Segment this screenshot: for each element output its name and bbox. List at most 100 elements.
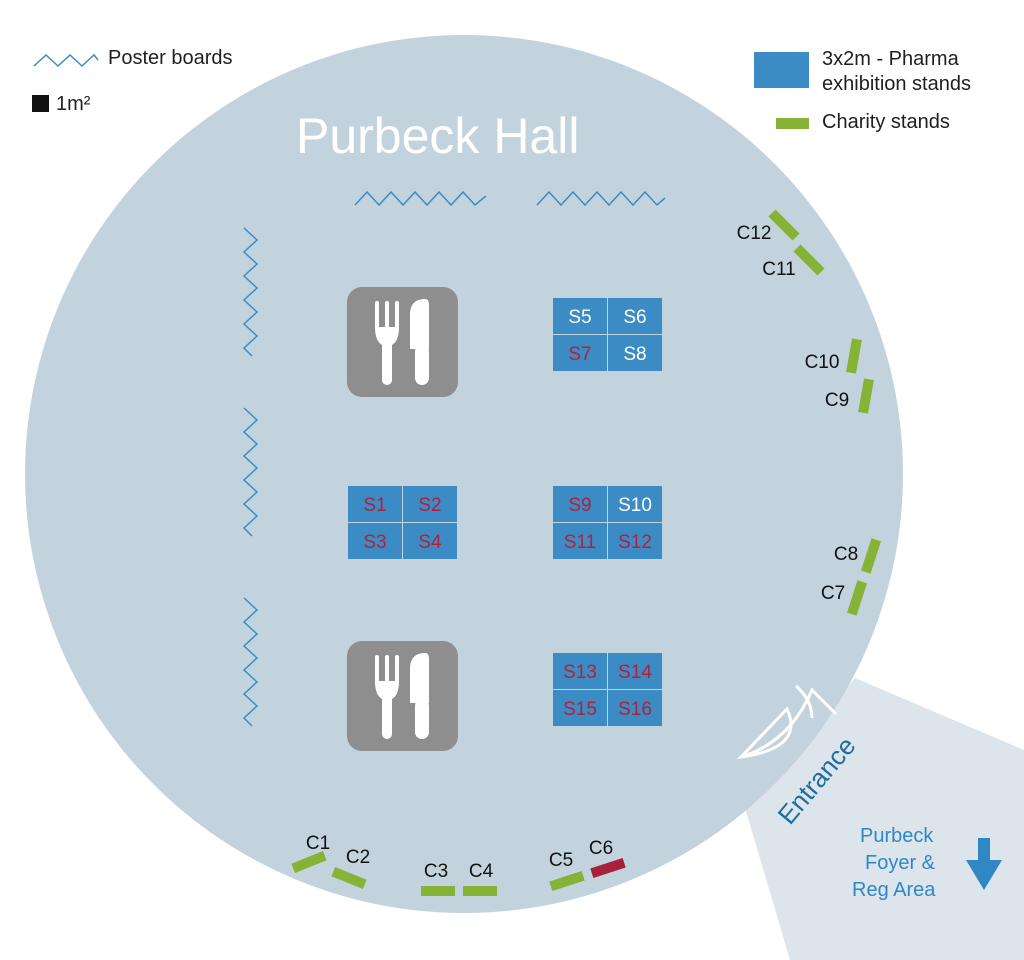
charity-stand-bar <box>860 538 882 574</box>
legend-pharma-line1: 3x2m - Pharma <box>822 48 960 70</box>
charity-stand-c3: C3 <box>421 861 455 896</box>
stand-s4 <box>403 523 457 559</box>
charity-stand-c4: C4 <box>463 861 497 896</box>
charity-stand-bar <box>331 866 367 890</box>
charity-stand-bar <box>549 870 585 892</box>
charity-stand-c5: C5 <box>549 850 585 892</box>
stand-s7 <box>553 335 607 371</box>
stand-s11 <box>553 523 607 559</box>
charity-stand-c10: C10 <box>805 338 862 374</box>
fork-knife-icon <box>347 287 458 397</box>
stand-s14 <box>608 653 662 689</box>
stand-label: S1 <box>363 495 386 516</box>
charity-stand-legend-icon <box>776 118 809 129</box>
charity-label: C4 <box>469 861 494 882</box>
legend-pharma-line2: exhibition stands <box>822 73 971 95</box>
fork-knife-icon <box>347 641 458 751</box>
charity-stand-c11: C11 <box>762 244 825 280</box>
foyer-line3: Reg Area <box>852 879 936 901</box>
charity-label: C7 <box>821 583 845 604</box>
charity-stand-bar <box>463 886 497 896</box>
charity-stand-c2: C2 <box>331 847 370 890</box>
charity-stand-bar <box>590 857 626 879</box>
charity-label: C10 <box>805 352 840 373</box>
poster-board <box>536 190 666 207</box>
charity-label: C8 <box>834 544 858 565</box>
stand-label: S12 <box>618 532 652 553</box>
arrow-down-icon <box>966 838 1002 890</box>
stand-s12 <box>608 523 662 559</box>
charity-label: C1 <box>306 833 330 854</box>
charity-label: C2 <box>346 847 370 868</box>
charity-stand-bar <box>846 338 862 374</box>
stand-s8 <box>608 335 662 371</box>
stand-label: S13 <box>563 662 597 683</box>
poster-board <box>242 227 259 357</box>
legend-charity: Charity stands <box>822 111 950 133</box>
charity-stand-bar <box>768 209 800 241</box>
entrance-door-icon <box>736 684 838 760</box>
poster-boards <box>242 190 666 727</box>
foyer-line2: Foyer & <box>865 852 936 874</box>
poster-board <box>242 407 259 537</box>
stand-s16 <box>608 690 662 726</box>
poster-board <box>354 190 487 207</box>
foyer-corridor <box>745 678 1024 960</box>
stand-label: S10 <box>618 495 652 516</box>
legend-poster-boards: Poster boards <box>108 47 233 69</box>
stand-s2 <box>403 486 457 522</box>
hall-title: Purbeck Hall <box>296 108 579 164</box>
charity-label: C5 <box>549 850 573 871</box>
charity-label: C3 <box>424 861 448 882</box>
charity-stand-c12: C12 <box>737 209 800 244</box>
stand-label: S2 <box>418 495 441 516</box>
stand-s3 <box>348 523 402 559</box>
charity-stand-c8: C8 <box>834 538 882 574</box>
stand-s6 <box>608 298 662 334</box>
charity-stand-bar <box>421 886 455 896</box>
charity-stand-c9: C9 <box>825 378 874 414</box>
stand-s15 <box>553 690 607 726</box>
stand-label: S7 <box>568 344 591 365</box>
charity-stand-c7: C7 <box>821 580 868 616</box>
stand-label: S5 <box>568 307 591 328</box>
charity-stand-bar <box>846 580 868 616</box>
charity-stand-bar <box>858 378 874 414</box>
stand-s10 <box>608 486 662 522</box>
stand-label: S4 <box>418 532 442 553</box>
foyer-line1: Purbeck <box>860 825 934 847</box>
poster-board-legend-icon <box>33 53 99 68</box>
stand-s13 <box>553 653 607 689</box>
charity-stand-c6: C6 <box>589 838 626 879</box>
stand-label: S14 <box>618 662 652 683</box>
square-metre-legend-icon <box>32 95 49 112</box>
legend-square-metre: 1m² <box>56 93 91 115</box>
purbeck-hall-floor <box>25 35 903 913</box>
charity-stand-bar <box>291 850 327 874</box>
charity-stand-c1: C1 <box>291 833 330 874</box>
stand-label: S15 <box>563 699 597 720</box>
dining-areas <box>347 287 458 751</box>
pharma-stand-legend-icon <box>754 52 809 88</box>
stand-label: S9 <box>568 495 591 516</box>
stand-label: S3 <box>363 532 386 553</box>
charity-label: C11 <box>762 259 795 280</box>
charity-label: C6 <box>589 838 613 859</box>
stand-s1 <box>348 486 402 522</box>
charity-label: C9 <box>825 390 849 411</box>
stand-s5 <box>553 298 607 334</box>
charity-label: C12 <box>737 223 772 244</box>
stand-label: S8 <box>623 344 646 365</box>
poster-board <box>242 597 259 727</box>
stand-label: S6 <box>623 307 646 328</box>
stand-label: S11 <box>564 532 596 553</box>
stand-label: S16 <box>618 699 652 720</box>
stand-s9 <box>553 486 607 522</box>
charity-stand-bar <box>793 244 825 276</box>
